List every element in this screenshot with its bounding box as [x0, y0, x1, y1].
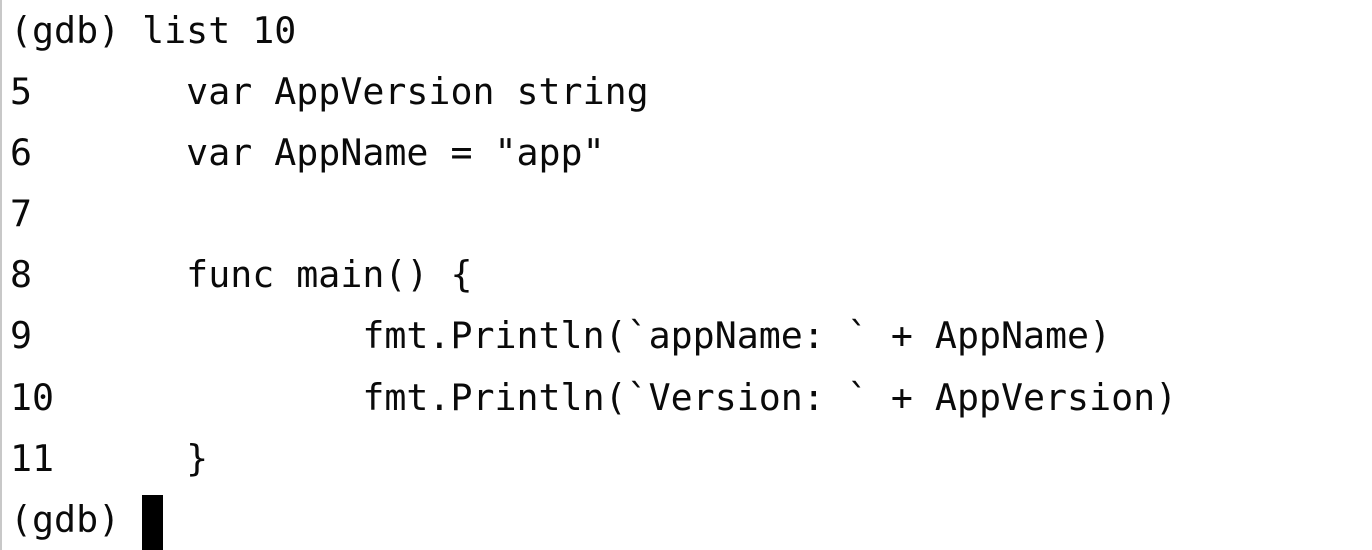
source-listing-line: 11 }: [10, 436, 209, 480]
source-listing-line: 10 fmt.Println(`Version: ` + AppVersion): [10, 375, 1178, 419]
source-listing-line: 8 func main() {: [10, 253, 473, 297]
gdb-command-line: (gdb) list 10: [10, 9, 297, 52]
text-cursor-block: [142, 494, 164, 550]
source-listing-line: 7: [10, 192, 33, 236]
gdb-prompt-line[interactable]: (gdb): [10, 489, 1372, 550]
source-listing-line: 5 var AppVersion string: [10, 70, 649, 114]
source-listing-line: 9 fmt.Println(`appName: ` + AppName): [10, 314, 1112, 358]
source-listing-line: 6 var AppName = "app": [10, 131, 605, 175]
gdb-prompt: (gdb): [10, 497, 143, 541]
